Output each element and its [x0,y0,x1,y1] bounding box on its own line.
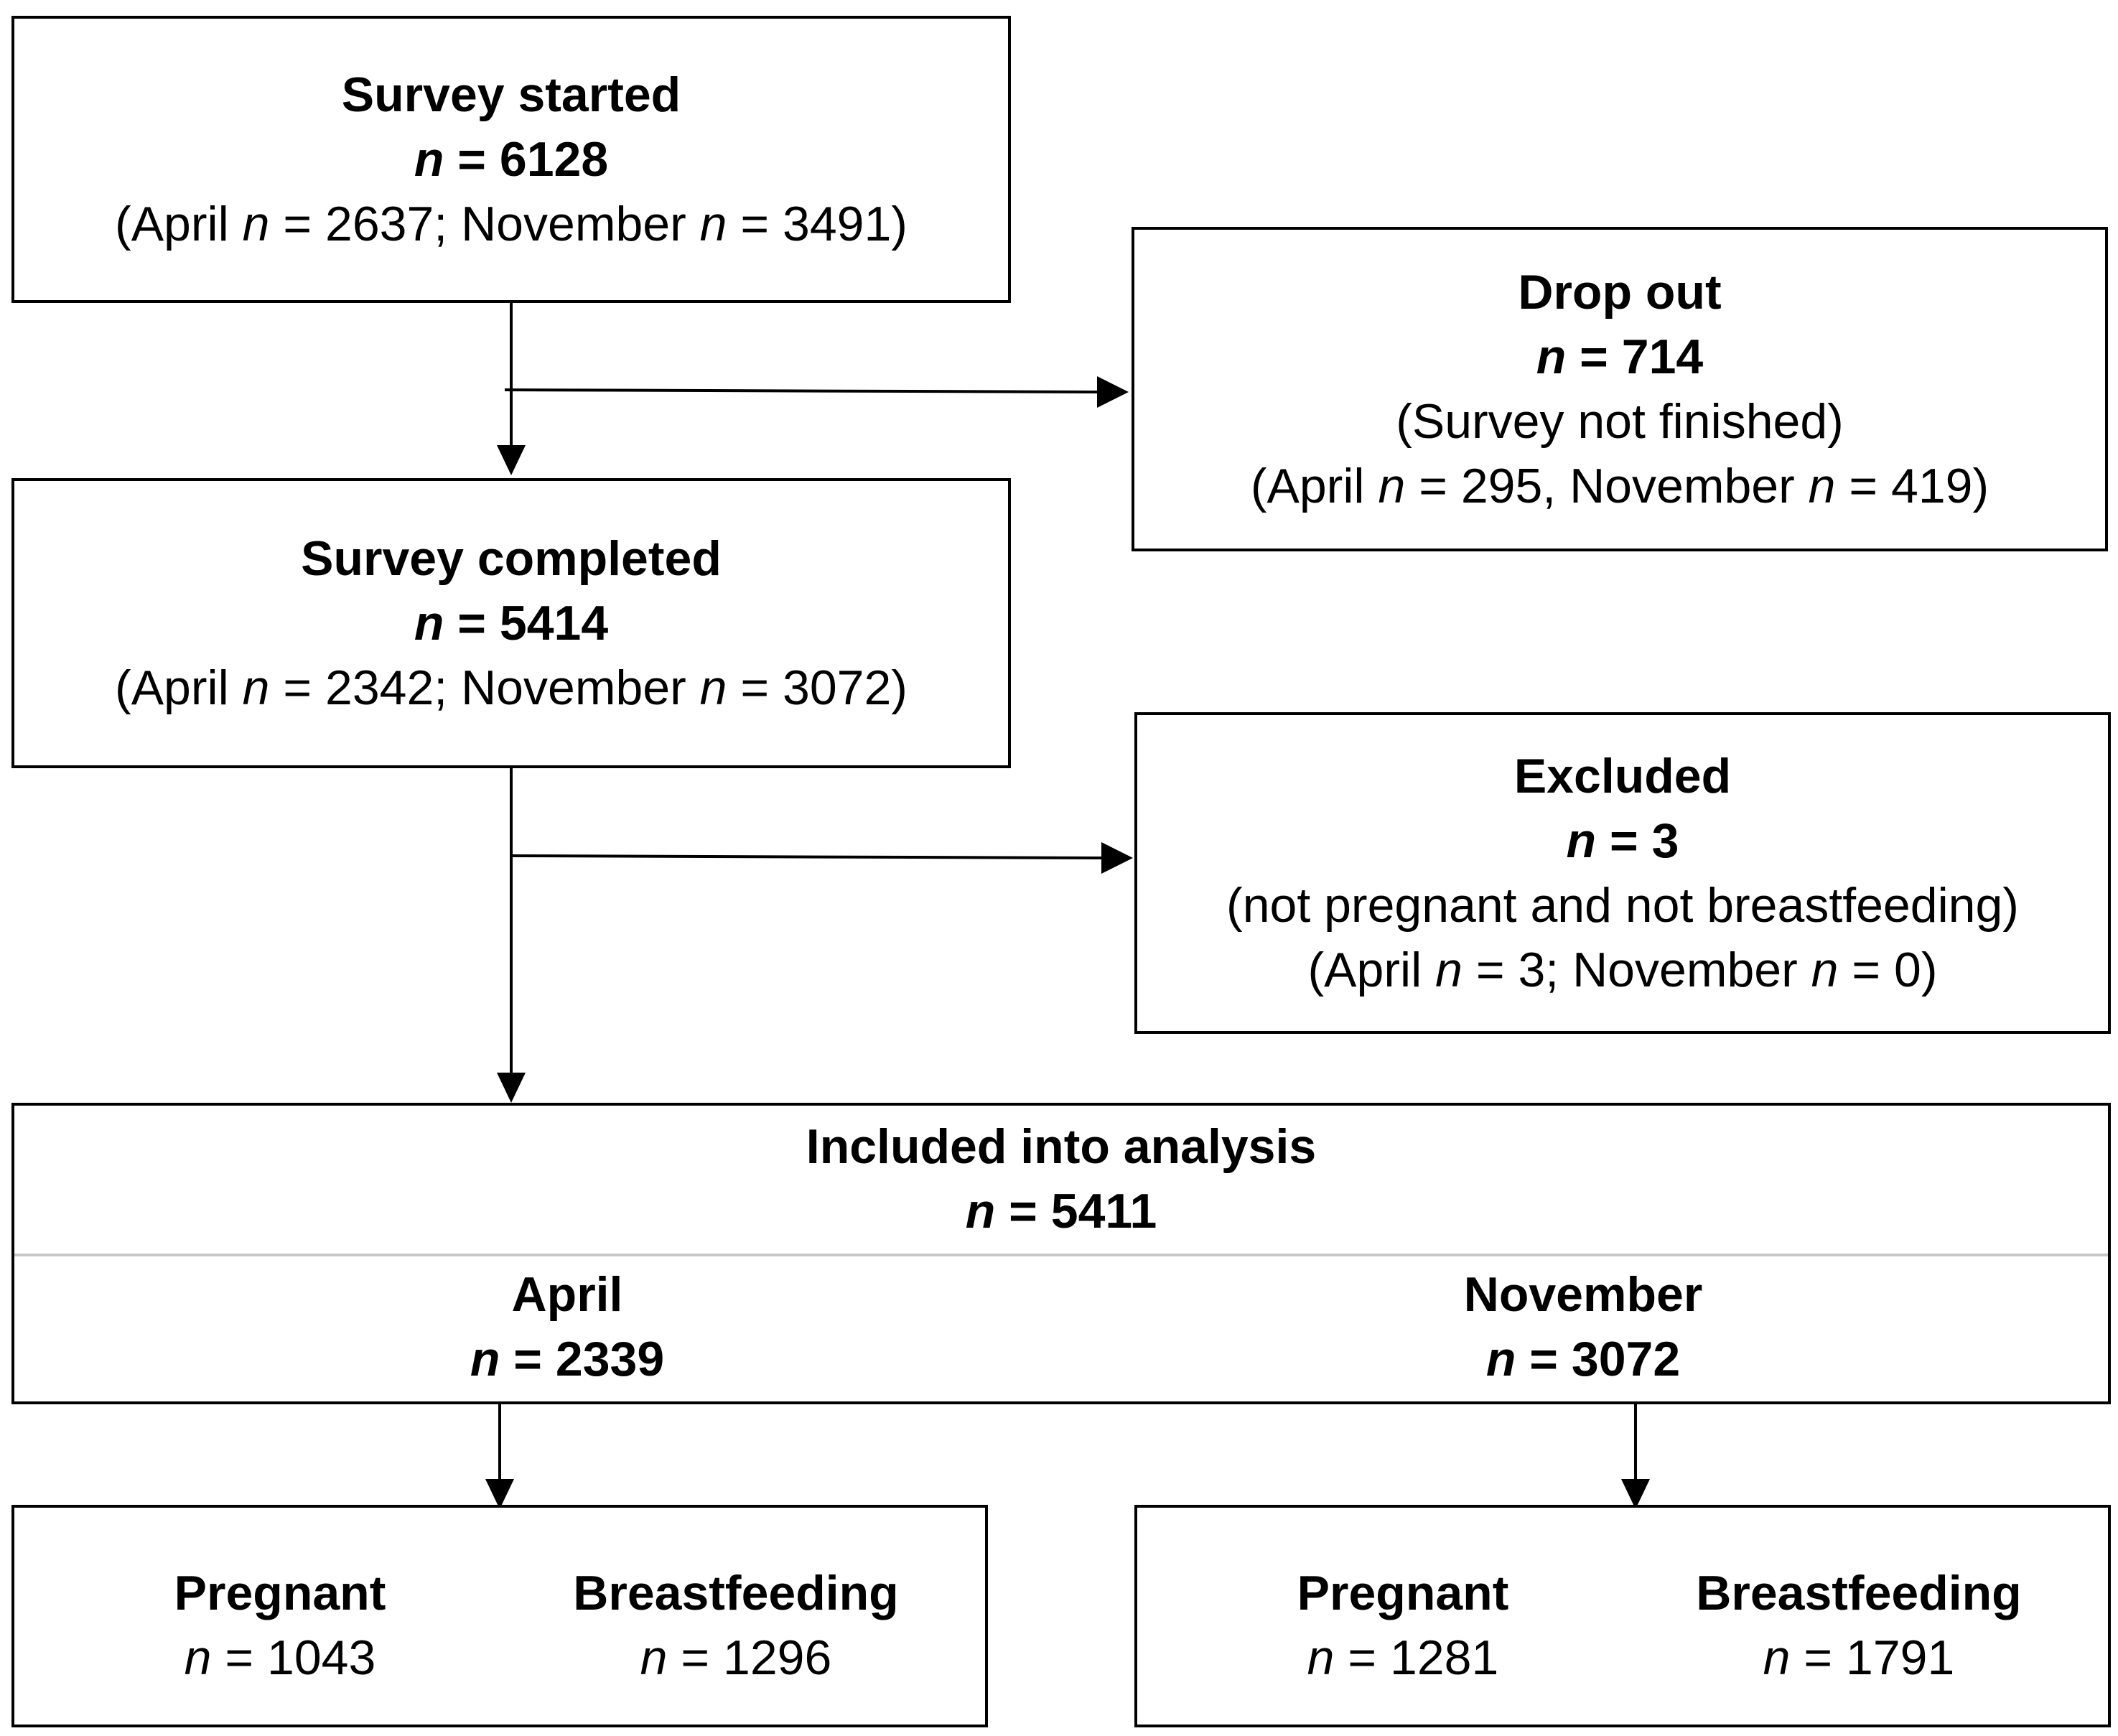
november-breastfeeding: Breastfeeding n = 1791 [1597,1561,2118,1690]
arrow-started-to-completed-head [497,445,526,475]
arrow-april-to-groups-head [485,1479,514,1509]
april-pregnant: Pregnant n = 1043 [14,1561,546,1690]
survey-started-title: Survey started [341,67,681,122]
included-november-n: n = 3072 [1485,1332,1681,1386]
arrow-november-to-groups-head [1621,1479,1650,1509]
drop-out-title: Drop out [1518,265,1722,319]
included-november: November n = 3072 [1120,1262,2046,1391]
drop-out-n: n = 714 [1536,330,1704,384]
excluded-n: n = 3 [1566,813,1679,868]
included-divider [14,1254,2108,1256]
arrow-to-dropout-head [1097,376,1129,408]
arrow-to-excluded-head [1101,842,1133,874]
included-april-n: n = 2339 [470,1332,665,1386]
november-pregnant-n: n = 1281 [1307,1630,1499,1685]
included-n: n = 5411 [965,1184,1157,1238]
november-breastfeeding-title: Breastfeeding [1696,1566,2022,1620]
survey-completed-title: Survey completed [301,531,722,586]
april-breastfeeding: Breastfeeding n = 1296 [474,1561,998,1690]
april-pregnant-n: n = 1043 [184,1630,376,1685]
survey-started-n: n = 6128 [414,132,609,187]
november-pregnant: Pregnant n = 1281 [1137,1561,1669,1690]
arrow-to-excluded [510,854,1104,859]
arrow-completed-to-included-head [497,1073,526,1103]
april-breastfeeding-n: n = 1296 [640,1630,832,1685]
survey-started-box: Survey started n = 6128 (April n = 2637;… [11,16,1011,303]
drop-out-box: Drop out n = 714 (Survey not finished) (… [1132,227,2108,551]
included-april: April n = 2339 [14,1262,1120,1391]
survey-completed-breakdown: (April n = 2342; November n = 3072) [115,661,908,715]
included-november-title: November [1463,1267,1703,1322]
drop-out-note: (Survey not finished) [1396,394,1844,449]
survey-started-breakdown: (April n = 2637; November n = 3491) [115,197,908,251]
november-groups-box: Pregnant n = 1281 Breastfeeding n = 1791 [1134,1505,2111,1727]
april-pregnant-title: Pregnant [174,1566,386,1620]
arrow-to-dropout [504,388,1099,393]
survey-completed-n: n = 5414 [414,596,609,650]
april-groups-box: Pregnant n = 1043 Breastfeeding n = 1296 [11,1505,988,1727]
drop-out-breakdown: (April n = 295, November n = 419) [1250,459,1989,513]
november-breastfeeding-n: n = 1791 [1763,1630,1955,1685]
excluded-note: (not pregnant and not breastfeeding) [1226,878,2019,933]
excluded-box: Excluded n = 3 (not pregnant and not bre… [1134,712,2111,1034]
november-pregnant-title: Pregnant [1297,1566,1509,1620]
survey-completed-box: Survey completed n = 5414 (April n = 234… [11,478,1011,768]
included-header: Included into analysis n = 5411 [14,1106,2108,1252]
april-breastfeeding-title: Breastfeeding [573,1566,899,1620]
included-title: Included into analysis [806,1119,1317,1174]
included-april-title: April [511,1267,623,1322]
excluded-breakdown: (April n = 3; November n = 0) [1307,943,1938,997]
included-box: Included into analysis n = 5411 April n … [11,1103,2111,1404]
excluded-title: Excluded [1513,749,1732,803]
